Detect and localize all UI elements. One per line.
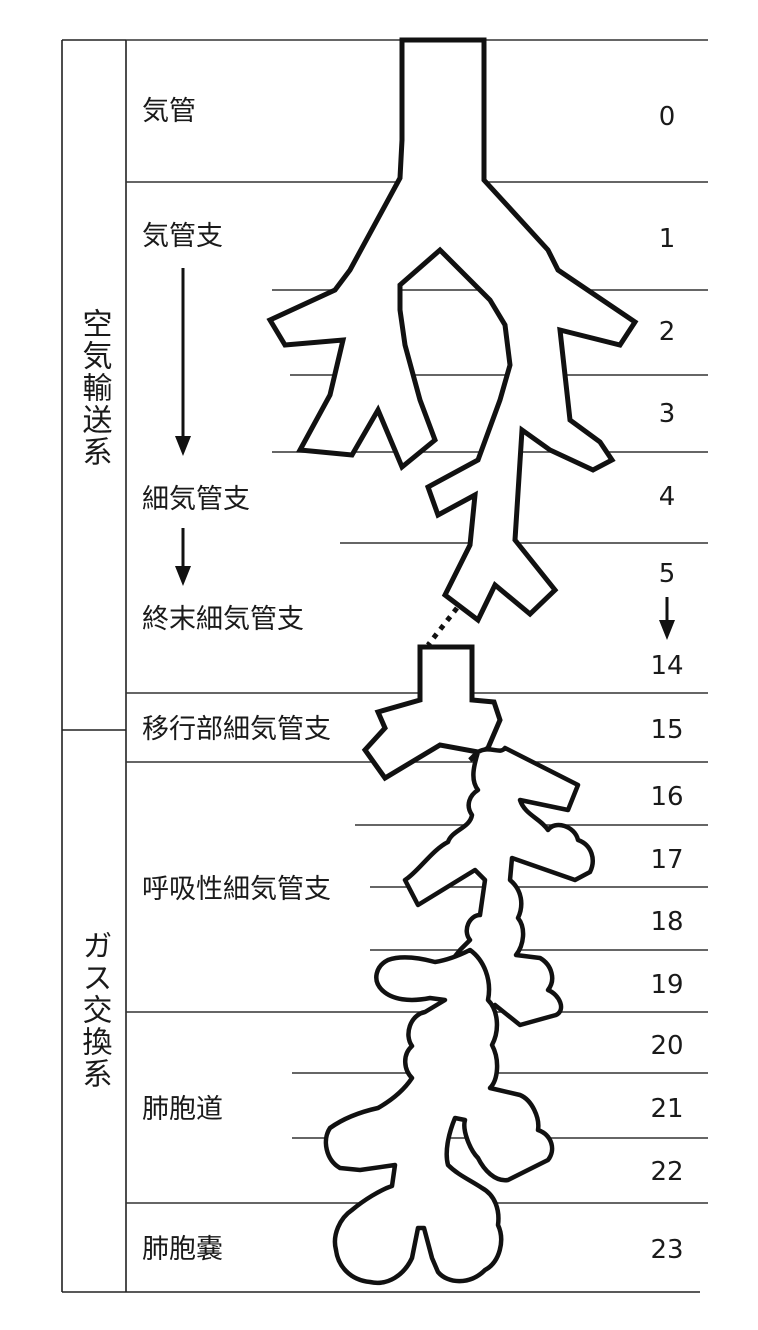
generation-number: 3	[659, 399, 676, 429]
zone-label-alveolar-ducts: 肺胞道	[142, 1094, 223, 1125]
generation-number: 18	[650, 907, 683, 937]
generation-number: 20	[650, 1031, 683, 1061]
zone-label-transitional-bronchioles: 移行部細気管支	[142, 714, 331, 745]
generation-number: 4	[659, 482, 676, 512]
conducting-airway-tree	[266, 37, 639, 624]
zone-label-alveolar-sacs: 肺胞嚢	[142, 1234, 223, 1265]
generation-number: 5	[659, 559, 676, 589]
arrow-down-icon	[175, 528, 191, 586]
zone-label-respiratory-bronchioles: 呼吸性細気管支	[142, 874, 331, 905]
system-label-air: 空気輸送系	[77, 308, 113, 468]
respiratory-airway-tree	[323, 644, 595, 1286]
generation-number: 14	[650, 651, 683, 681]
generation-number: 2	[659, 317, 676, 347]
arrow-down-icon	[175, 268, 191, 456]
arrow-down-icon	[659, 597, 675, 640]
generation-numbers: 0 1 2 3 4 5 14 15 16 17 18 19 20 21 22 2…	[650, 102, 683, 1265]
generation-number: 16	[650, 782, 683, 812]
zone-label-bronchioles: 細気管支	[142, 484, 250, 515]
generation-number: 23	[650, 1235, 683, 1265]
table-frame	[61, 39, 700, 1293]
zone-label-bronchi: 気管支	[142, 221, 223, 252]
generation-number: 21	[650, 1094, 683, 1124]
generation-number: 22	[650, 1157, 683, 1187]
generation-number: 19	[650, 970, 683, 1000]
system-label-gas: ガス交換系	[77, 930, 113, 1090]
generation-number: 0	[659, 102, 676, 132]
generation-number: 1	[659, 224, 676, 254]
generation-number: 17	[650, 845, 683, 875]
zone-label-trachea: 気管	[142, 96, 196, 127]
generation-number: 15	[650, 715, 683, 745]
zone-label-terminal-bronchioles: 終末細気管支	[142, 604, 304, 635]
